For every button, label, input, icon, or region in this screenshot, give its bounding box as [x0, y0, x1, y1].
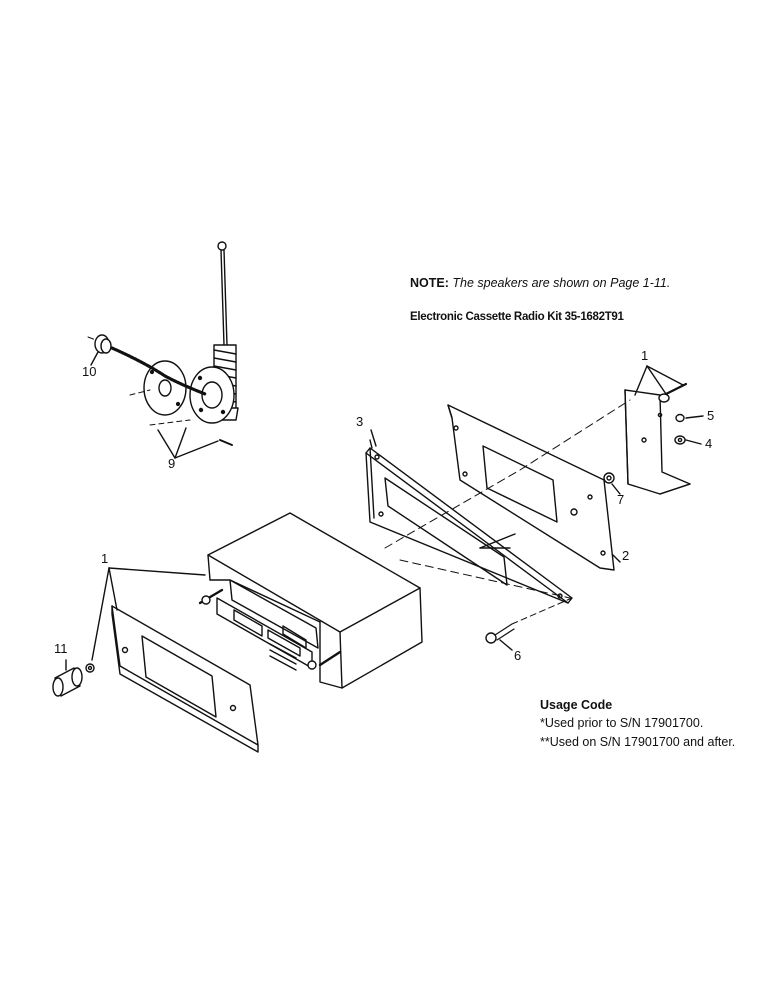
- antenna-mount-plate: [189, 366, 235, 424]
- callout-10: 10: [82, 364, 97, 379]
- callout-1-top: 1: [641, 348, 649, 363]
- usage-code-line: *Used prior to S/N 17901700.: [540, 716, 704, 730]
- usage-code-line: **Used on S/N 17901700 and after.: [540, 735, 736, 749]
- antenna-gasket: [143, 360, 187, 416]
- callout-4: 4: [705, 436, 713, 451]
- radio-trim-plate: [111, 605, 259, 753]
- callout-9: 9: [168, 456, 176, 471]
- callout-1-left: 1: [101, 551, 109, 566]
- speaker-note: NOTE: The speakers are shown on Page 1-1…: [410, 276, 670, 290]
- callout-6: 6: [514, 648, 522, 663]
- screw-6: [485, 597, 573, 651]
- radio-chassis: [198, 469, 571, 689]
- note-text: The speakers are shown on Page 1-11.: [452, 276, 671, 290]
- antenna-assembly: [87, 241, 239, 459]
- leader-1-left: [108, 567, 206, 576]
- usage-code-title: Usage Code: [540, 698, 613, 712]
- antenna-whip: [220, 249, 225, 346]
- mounting-plate: [447, 404, 615, 571]
- callout-2: 2: [622, 548, 630, 563]
- antenna-cable: [110, 346, 207, 396]
- callout-7: 7: [617, 492, 625, 507]
- kit-title: Electronic Cassette Radio Kit 35-1682T91: [410, 311, 624, 323]
- note-prefix: NOTE:: [410, 276, 449, 290]
- knob: [52, 659, 95, 697]
- nut-7: [603, 472, 621, 495]
- mounting-bracket: [519, 365, 704, 495]
- antenna-tip: [217, 241, 227, 251]
- callout-3: 3: [356, 414, 364, 429]
- callout-5: 5: [707, 408, 715, 423]
- callout-11: 11: [54, 641, 68, 656]
